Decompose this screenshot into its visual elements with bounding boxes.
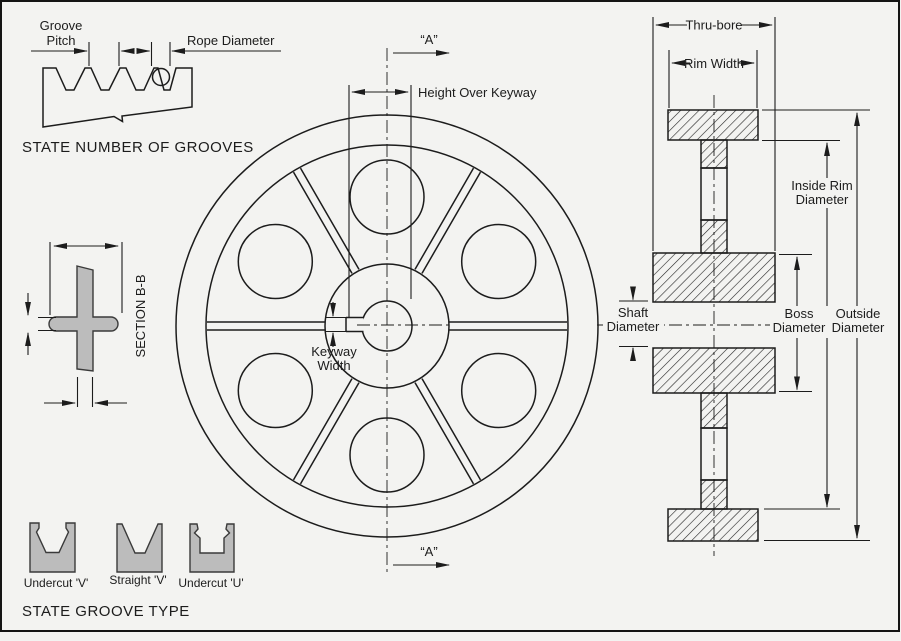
- section-bb-label: SECTION B-B: [133, 274, 148, 357]
- groove-type-detail: Undercut 'V' Straight 'V' Undercut 'U' S…: [22, 522, 244, 620]
- groove-pitch-label-line1: Groove: [40, 18, 83, 33]
- section-a-label-top: “A”: [420, 32, 437, 47]
- state-groove-type-caption: STATE GROOVE TYPE: [22, 603, 190, 620]
- rope-diameter-label: Rope Diameter: [187, 33, 275, 48]
- keyway-notch: [346, 317, 364, 332]
- undercut-v-label: Undercut 'V': [24, 576, 89, 590]
- outside-diameter-label-line1: Outside: [836, 306, 881, 321]
- undercut-u-shape: [189, 523, 235, 573]
- rim-flange-bottom: [667, 508, 759, 542]
- hole-upper-left: [237, 223, 314, 300]
- height-over-keyway-label: Height Over Keyway: [418, 85, 537, 100]
- thru-bore-label: Thru-bore: [685, 18, 742, 33]
- boss-diameter-label-line1: Boss: [785, 306, 814, 321]
- hole-lower-right: [460, 352, 537, 429]
- section-bb-detail: SECTION B-B: [25, 242, 148, 407]
- rim-flange-top: [667, 109, 759, 141]
- boss-diameter-label-line2: Diameter: [773, 320, 826, 335]
- spoke-cross-section-shape: [48, 265, 119, 372]
- hole-lower-left: [237, 352, 314, 429]
- undercut-v-shape: [29, 522, 76, 573]
- inside-rim-diameter-label-line1: Inside Rim: [791, 178, 852, 193]
- rope-circle: [151, 67, 171, 87]
- groove-profile-detail: Groove Pitch Rope Diameter STATE NUMBER …: [22, 18, 281, 156]
- groove-pitch-label-line2: Pitch: [47, 33, 76, 48]
- outside-diameter-label-line2: Diameter: [832, 320, 885, 335]
- hole-upper-right: [460, 223, 537, 300]
- groove-profile-outline: [42, 67, 193, 128]
- shaft-diameter-label-line1: Shaft: [618, 305, 649, 320]
- keyway-width-label-line1: Keyway: [311, 344, 357, 359]
- side-view: Thru-bore Rim Width Inside Rim Diameter …: [603, 17, 887, 556]
- keyway-width-label-line2: Width: [317, 358, 350, 373]
- straight-v-label: Straight 'V': [109, 573, 166, 587]
- undercut-u-label: Undercut 'U': [178, 576, 243, 590]
- section-a-label-bottom: “A”: [420, 544, 437, 559]
- inside-rim-diameter-label-line2: Diameter: [796, 192, 849, 207]
- shaft-diameter-label-line2: Diameter: [607, 319, 660, 334]
- rim-width-label: Rim Width: [684, 56, 744, 71]
- straight-v-shape: [116, 523, 163, 573]
- state-number-of-grooves-caption: STATE NUMBER OF GROOVES: [22, 139, 254, 156]
- front-view: Height Over Keyway “A” “A” Keyway Width: [175, 32, 778, 573]
